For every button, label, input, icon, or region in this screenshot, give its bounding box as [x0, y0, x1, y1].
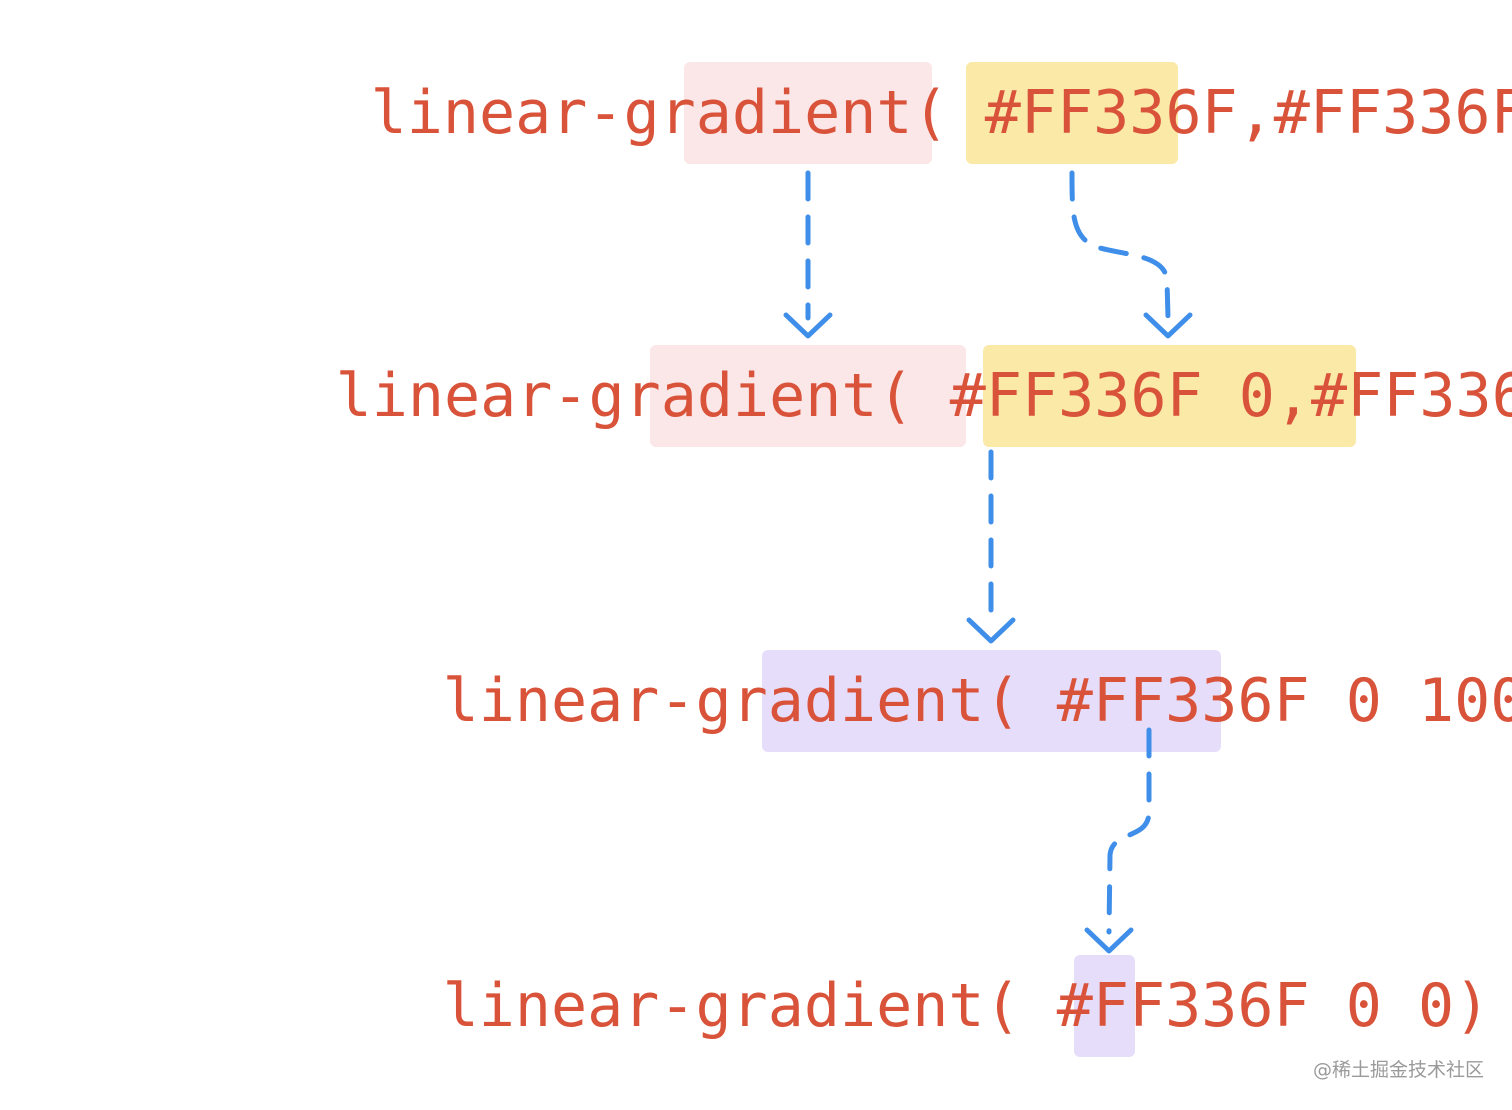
highlight-zero-stop [1074, 955, 1135, 1057]
code-color-stop-2: #FF336F 100% [1311, 361, 1512, 431]
highlight-merged-stops [762, 650, 1221, 752]
highlight-first-color [684, 62, 932, 164]
code-line-4: linear-gradient( #FF336F 0 0) [262, 971, 1512, 1041]
code-line-2: linear-gradient( #FF336F 0,#FF336F 100%) [155, 361, 1512, 431]
code-merged-stops: #FF336F 0 100% [1021, 666, 1512, 736]
highlight-first-stop [650, 345, 966, 447]
code-line-3: linear-gradient( #FF336F 0 100%) [262, 666, 1512, 736]
arrow-down-icon [783, 170, 833, 339]
code-color-stop-1: #FF336F 0 [914, 361, 1275, 431]
arrow-down-icon [966, 449, 1016, 644]
code-prefix: linear-gradient( [336, 361, 914, 431]
code-color-2: #FF336F [1274, 78, 1512, 148]
code-line-1: linear-gradient( #FF336F,#FF336F) [190, 78, 1512, 148]
code-comma: , [1238, 78, 1274, 148]
code-prefix: linear-gradient( [443, 666, 1021, 736]
arrow-curved-down-icon [1069, 170, 1193, 339]
highlight-second-color [966, 62, 1178, 164]
code-prefix: linear-gradient( [371, 78, 949, 148]
code-color-1: #FF336F [949, 78, 1238, 148]
code-prefix: linear-gradient( [443, 971, 1021, 1041]
code-zero-stop: 0 [1418, 971, 1454, 1041]
code-color-stop: #FF336F 0 [1021, 971, 1418, 1041]
code-comma: , [1275, 361, 1311, 431]
watermark: @稀土掘金技术社区 [1312, 1059, 1484, 1081]
arrow-curved-down-icon [1084, 727, 1152, 954]
code-close-paren: ) [1454, 971, 1490, 1041]
highlight-second-stop [983, 345, 1356, 447]
